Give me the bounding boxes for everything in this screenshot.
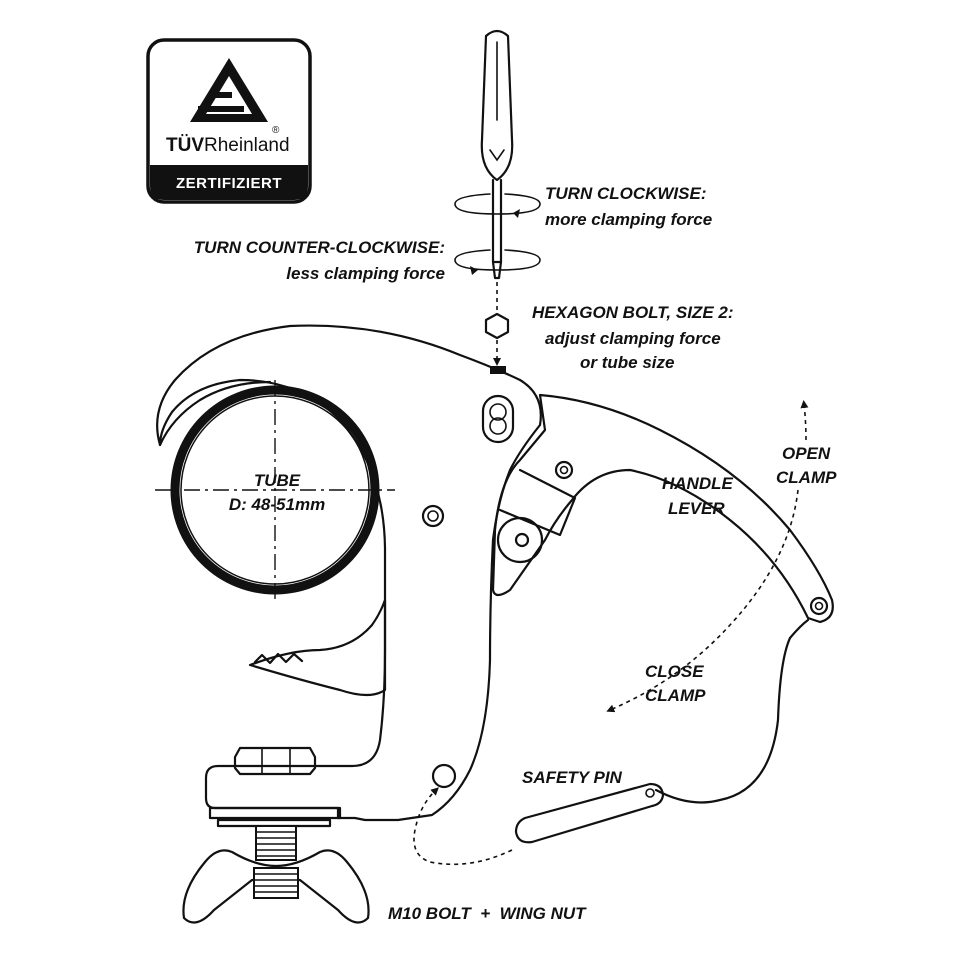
- safety-pin-arrow: [413, 787, 513, 866]
- screwdriver-icon: [480, 29, 514, 280]
- close-clamp-label-2: CLAMP: [645, 686, 706, 705]
- hexagon-bolt-icon: [484, 312, 510, 340]
- certified-badge-label: ZERTIFIZIERT: [176, 175, 282, 192]
- close-clamp-label-1: CLOSE: [645, 662, 704, 681]
- open-clamp-label-1: OPEN: [782, 444, 831, 463]
- body-screw-holes: [421, 366, 515, 789]
- turn-ccw-desc: less clamping force: [286, 264, 445, 283]
- safety-pin-label: SAFETY PIN: [522, 768, 623, 787]
- handle-lever-label-2: LEVER: [668, 499, 725, 518]
- turn-ccw-label: TURN COUNTER-CLOCKWISE:: [194, 238, 445, 257]
- tuv-brand-label: TÜVRheinland: [166, 135, 290, 156]
- hexagon-bolt-desc-2: or tube size: [580, 353, 674, 372]
- hexagon-bolt-desc-1: adjust clamping force: [545, 329, 721, 348]
- rotation-arrow-icon: [454, 193, 541, 275]
- tuv-triangle-logo: [190, 58, 268, 122]
- tube-size-label: D: 48-51mm: [229, 495, 325, 514]
- open-clamp-label-2: CLAMP: [776, 468, 837, 487]
- close-clamp-arrow: [606, 489, 799, 713]
- bolt-wing-nut-label: M10 BOLT + WING NUT: [388, 904, 587, 923]
- turn-clockwise-label: TURN CLOCKWISE:: [545, 184, 706, 203]
- registered-mark: ®: [272, 125, 280, 136]
- handle-lever-label-1: HANDLE: [662, 474, 733, 493]
- handle-lever: [491, 393, 834, 624]
- tube-title-label: TUBE: [254, 471, 301, 490]
- safety-pin: [514, 618, 810, 844]
- certification-badge: TÜVRheinland ® ZERTIFIZIERT: [146, 38, 312, 204]
- hexagon-bolt-label: HEXAGON BOLT, SIZE 2:: [532, 303, 734, 322]
- open-clamp-arrow: [800, 400, 809, 441]
- turn-clockwise-desc: more clamping force: [545, 210, 712, 229]
- tube-cross-section: TUBE D: 48-51mm: [155, 380, 395, 600]
